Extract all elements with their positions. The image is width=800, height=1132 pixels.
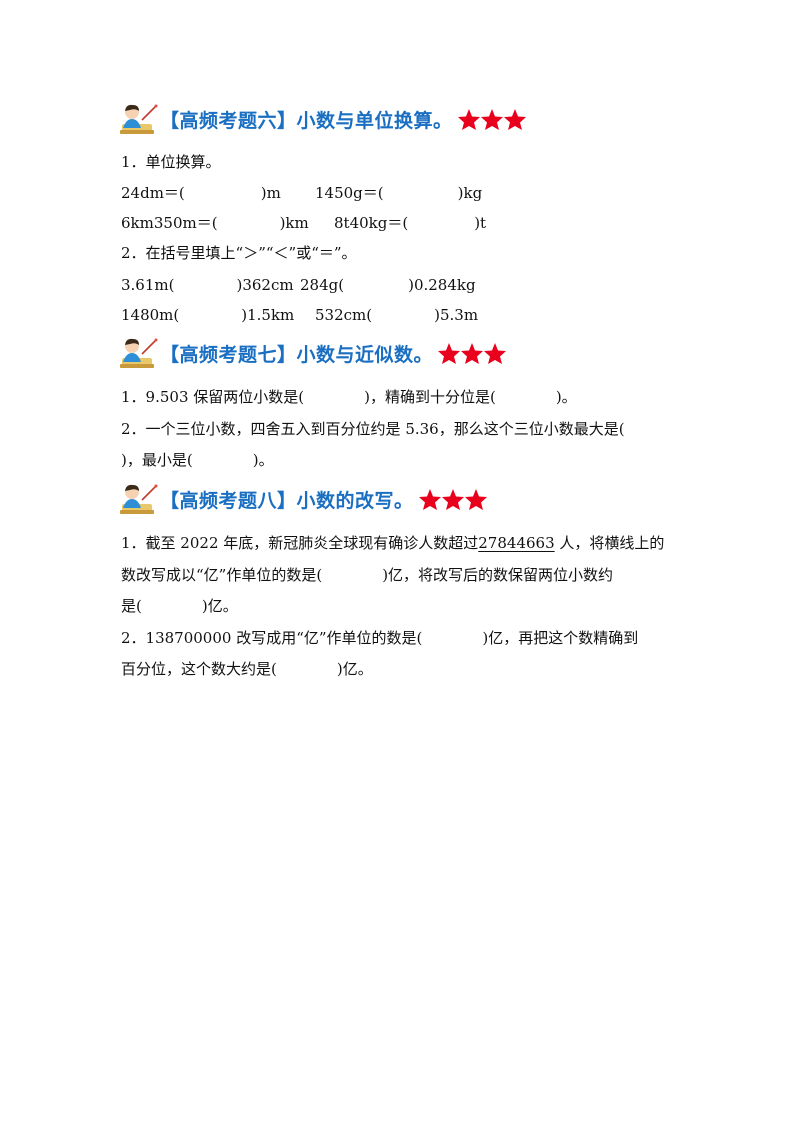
conversion-item: 1450g＝()kg [315,184,483,202]
star-icon [441,488,464,510]
question-text: 百分位，这个数大约是()亿。 [121,660,373,678]
question-text: 数改写成以“亿”作单位的数是()亿，将改写后的数保留两位小数约 [121,566,614,584]
question-text: 是()亿。 [121,597,238,615]
star-icon [418,488,441,510]
difficulty-stars [457,108,526,131]
question-text: 2．一个三位小数，四舍五入到百分位约是 5.36，那么这个三位小数最大是( [121,420,625,438]
section-title: 【高频考题六】小数与单位换算。 [160,109,453,132]
comparison-item: 1480m()1.5km [121,306,295,324]
difficulty-stars [437,342,507,365]
question-text: 1．9.503 保留两位小数是()，精确到十分位是()。 [121,388,577,406]
star-icon [464,488,487,510]
difficulty-stars [418,488,487,511]
star-icon [484,342,507,364]
star-icon [480,108,503,130]
question-text: 1．截至 2022 年底，新冠肺炎全球现有确诊人数超过27844663 人，将横… [121,534,665,552]
underlined-number: 27844663 [478,534,555,552]
question-text: 2．138700000 改写成用“亿”作单位的数是()亿，再把这个数精确到 [121,629,639,647]
question-text: )，最小是()。 [121,451,274,469]
student-teacher-icon [120,338,158,368]
comparison-item: 284g()0.284kg [300,276,476,294]
section-heading-8: 【高频考题八】小数的改写。 [118,482,487,516]
student-teacher-icon [120,484,158,514]
comparison-item: 3.61m()362cm [121,276,294,294]
question-text: 1．单位换算。 [121,153,221,171]
star-icon [438,342,461,364]
section-title: 【高频考题七】小数与近似数。 [160,343,434,366]
conversion-item: 6km350m＝()km [121,214,309,232]
conversion-item: 8t40kg＝()t [334,214,487,232]
section-heading-7: 【高频考题七】小数与近似数。 [118,336,507,370]
section-title: 【高频考题八】小数的改写。 [160,489,414,512]
star-icon [503,108,526,130]
conversion-item: 24dm＝()m [121,184,281,202]
student-teacher-icon [120,104,158,134]
comparison-item: 532cm()5.3m [315,306,479,324]
star-icon [461,342,484,364]
question-text: 2．在括号里填上“＞”“＜”或“＝”。 [121,244,357,262]
section-heading-6: 【高频考题六】小数与单位换算。 [118,102,526,136]
star-icon [457,108,480,130]
